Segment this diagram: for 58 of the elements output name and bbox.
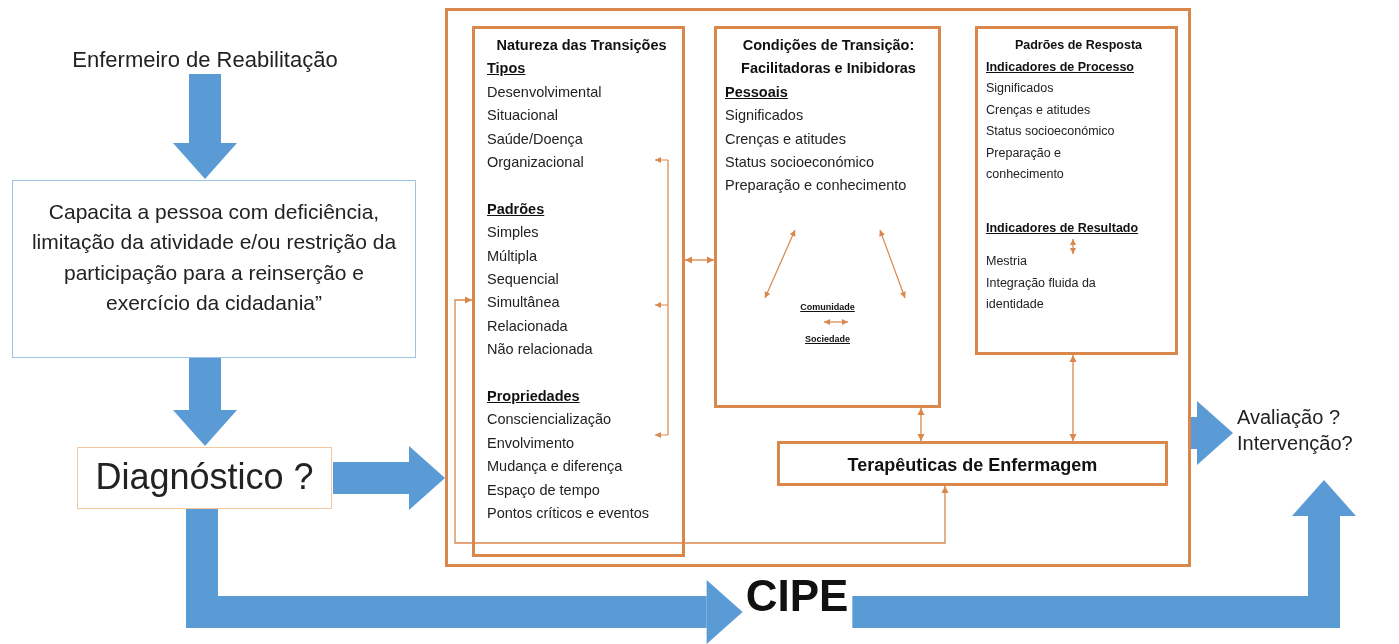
box-text: Diagnóstico ? — [94, 455, 315, 499]
list-item: Status socioeconómico — [725, 153, 876, 173]
list-item: Preparação e conhecimento — [986, 144, 1065, 183]
list-item: Sequencial — [487, 270, 560, 290]
list-item: Envolvimento — [487, 433, 576, 453]
box-text: Capacita a pessoa com deficiência, limitação da atividade e/ou restrição da participação para a reinserção e exercício da cidadania” — [30, 199, 398, 317]
section-heading: Pessoais — [725, 82, 789, 102]
box-text: Terapêuticas de Enfermagem — [846, 454, 1099, 477]
text-label: CIPE — [742, 568, 852, 623]
block-arrow — [1191, 401, 1233, 465]
list-item: Não relacionada — [487, 340, 594, 360]
list-item: Simples — [487, 223, 540, 243]
block-arrow — [852, 480, 1356, 628]
diagnosis-box — [77, 447, 332, 509]
list-item: Status socioeconómico — [986, 123, 1116, 140]
list-box — [472, 26, 685, 557]
section-heading: Indicadores de Processo — [986, 58, 1135, 76]
section-heading: Indicadores de Resultado — [986, 219, 1140, 237]
connector-arrow — [454, 296, 949, 544]
list-item: Organizacional — [487, 153, 585, 173]
list-item: Desenvolvimental — [487, 82, 603, 102]
list-item: Integração fluida da identidade — [986, 274, 1097, 313]
process-box — [12, 180, 416, 358]
text-label: Avaliação ? Intervenção? — [1237, 404, 1377, 456]
connector-arrow — [917, 407, 925, 442]
list-item: Mestria — [986, 253, 1028, 270]
list-item: Pontos críticos e eventos — [487, 504, 650, 524]
box-heading: Condições de Transição: Facilitadoras e Inibidoras — [740, 36, 917, 79]
box-heading: Padrões de Resposta — [1013, 37, 1144, 54]
list-item: Crenças e atitudes — [725, 129, 847, 149]
section-heading: Comunidade — [799, 301, 856, 313]
list-box — [714, 26, 941, 408]
block-arrow — [173, 358, 237, 446]
list-box — [975, 26, 1178, 355]
block-arrow — [333, 446, 445, 510]
panel-frame — [445, 8, 1191, 567]
connector-arrow — [1069, 354, 1077, 442]
list-item: Preparação e conhecimento — [725, 176, 908, 196]
list-item: Consciencialização — [487, 410, 613, 430]
list-item: Espaço de tempo — [487, 480, 601, 500]
section-heading: Sociedade — [804, 333, 851, 345]
list-item: Múltipla — [487, 246, 538, 266]
connector-arrow — [684, 256, 715, 264]
list-item: Mudança e diferença — [487, 457, 624, 477]
list-item: Significados — [725, 106, 805, 126]
list-item: Significados — [986, 80, 1055, 97]
list-item: Simultânea — [487, 293, 561, 313]
process-box — [777, 441, 1168, 486]
list-item: Saúde/Doença — [487, 129, 584, 149]
section-heading: Padrões — [487, 199, 546, 219]
list-item: Crenças e atitudes — [986, 101, 1092, 119]
section-heading: Propriedades — [487, 387, 581, 407]
text-label: Enfermeiro de Reabilitação — [40, 46, 370, 74]
section-heading: Tipos — [487, 59, 527, 79]
block-arrow — [173, 74, 237, 179]
list-item: Relacionada — [487, 316, 569, 336]
box-heading: Natureza das Transições — [495, 36, 668, 55]
list-item: Situacional — [487, 106, 559, 126]
